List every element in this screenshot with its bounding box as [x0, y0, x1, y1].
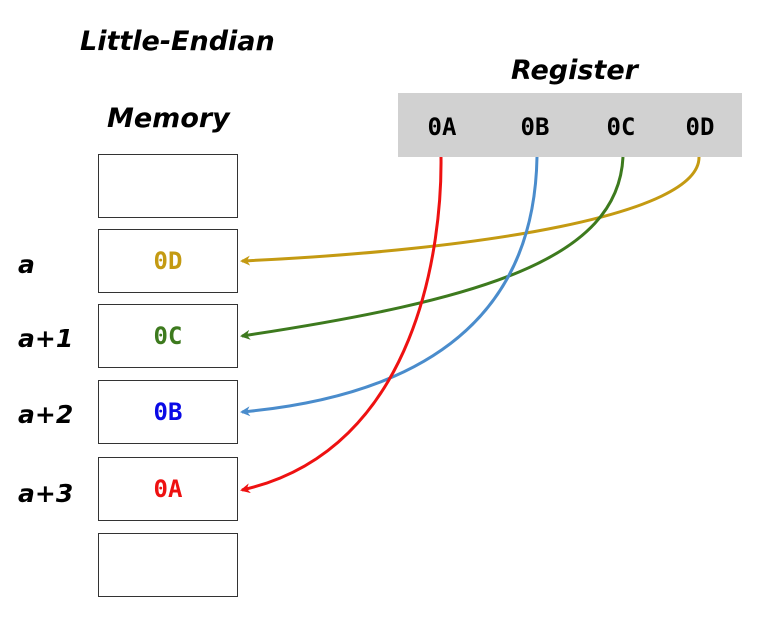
memory-cell-a-plus-2: 0B [98, 380, 238, 444]
register-byte-0b: 0B [520, 113, 550, 141]
arrow-0a-to-a-plus-3 [240, 156, 443, 494]
diagram-title: Little-Endian [80, 26, 275, 57]
memory-title: Memory [107, 103, 230, 134]
memory-cell-empty-bottom [98, 533, 238, 597]
address-label-a: a [18, 250, 35, 279]
address-label-a-plus-3: a+3 [18, 479, 74, 508]
memory-cell-a-plus-1: 0C [98, 304, 238, 368]
memory-cell-a: 0D [98, 229, 238, 293]
arrow-0c-to-a-plus-1 [240, 156, 625, 340]
arrow-0d-to-a [240, 156, 701, 266]
arrow-0b-to-a-plus-2 [240, 156, 539, 417]
register-byte-0c: 0C [606, 113, 636, 141]
register-title: Register [511, 55, 638, 86]
register-byte-0d: 0D [685, 113, 715, 141]
memory-cell-a-plus-3: 0A [98, 457, 238, 521]
register-box [398, 93, 742, 157]
memory-cell-empty-top [98, 154, 238, 218]
address-label-a-plus-2: a+2 [18, 400, 74, 429]
register-byte-0a: 0A [427, 113, 457, 141]
address-label-a-plus-1: a+1 [18, 324, 74, 353]
